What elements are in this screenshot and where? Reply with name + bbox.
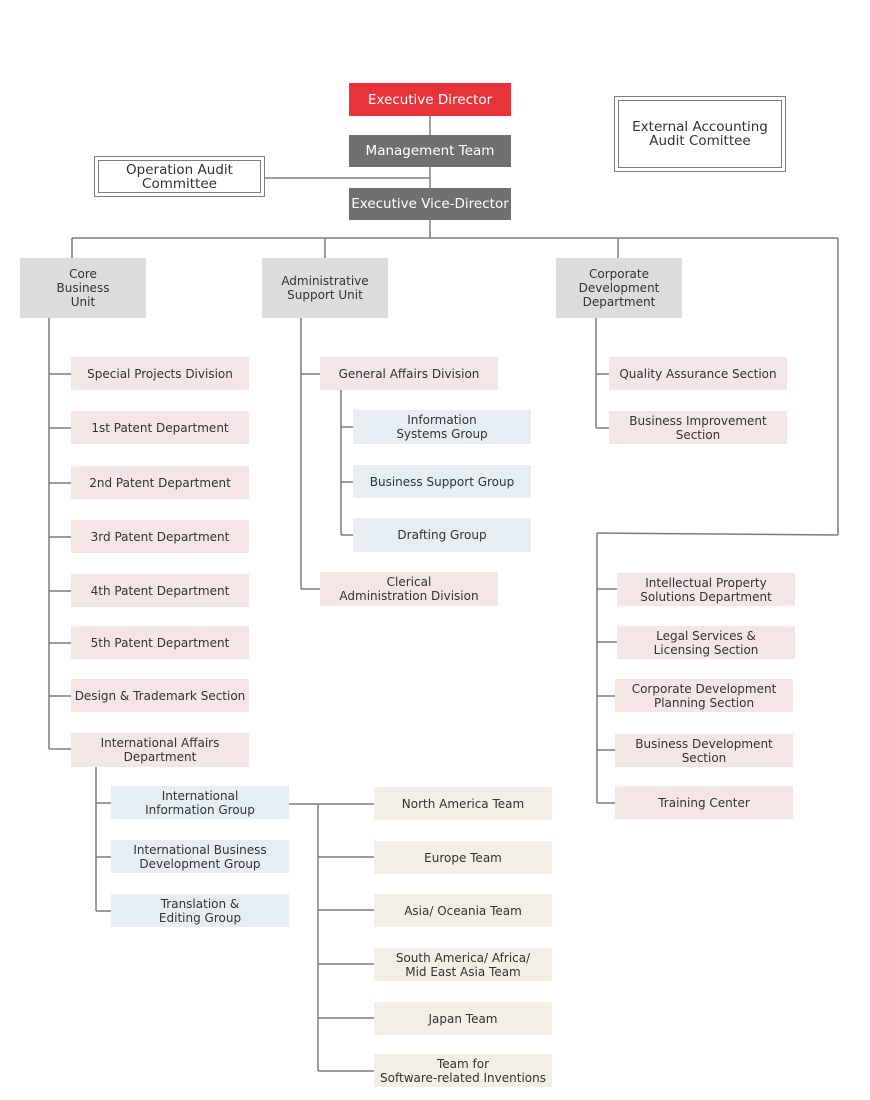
team-europe: Europe Team xyxy=(374,841,552,874)
admin-group-label: Drafting Group xyxy=(397,528,487,542)
core-item-5th-patent: 5th Patent Department xyxy=(71,626,249,659)
executive-vice-director-box: Executive Vice-Director xyxy=(349,188,511,220)
general-affairs-division: General Affairs Division xyxy=(320,357,498,390)
administrative-support-unit-box: Administrative Support Unit xyxy=(262,258,388,318)
corporate-development-department-label: Corporate Development Department xyxy=(578,267,660,309)
team-label: Asia/ Oceania Team xyxy=(404,903,522,918)
connector xyxy=(596,532,839,536)
clerical-label: Clerical Administration Division xyxy=(339,575,479,603)
dept-label: Corporate Development Planning Section xyxy=(631,681,777,710)
core-item-design-trademark: Design & Trademark Section xyxy=(71,679,249,712)
core-item-label: International Affairs Department xyxy=(100,736,220,764)
management-team-label: Management Team xyxy=(365,143,495,159)
dept-label: Business Development Section xyxy=(635,736,773,765)
external-accounting-audit-label: External Accounting Audit Comittee xyxy=(618,100,782,168)
core-item-international-affairs: International Affairs Department xyxy=(71,733,249,767)
team-label: Europe Team xyxy=(424,850,502,865)
executive-director-box: Executive Director xyxy=(349,83,511,116)
core-business-unit-box: Core Business Unit xyxy=(20,258,146,318)
admin-group-label: Business Support Group xyxy=(369,474,515,489)
core-item-1st-patent: 1st Patent Department xyxy=(71,411,249,444)
administrative-support-unit-label: Administrative Support Unit xyxy=(281,274,369,302)
corpdev-section-label: Quality Assurance Section xyxy=(619,366,777,381)
core-item-label: 4th Patent Department xyxy=(90,583,230,598)
core-item-label: 5th Patent Department xyxy=(90,635,230,650)
intl-group-information: International Information Group xyxy=(111,786,289,819)
team-label: Japan Team xyxy=(428,1011,498,1026)
core-item-label: 3rd Patent Department xyxy=(90,529,230,544)
team-south-america-africa: South America/ Africa/ Mid East Asia Tea… xyxy=(374,948,552,981)
admin-group-drafting: Drafting Group xyxy=(353,518,531,552)
dept-business-development: Business Development Section xyxy=(615,734,793,767)
dept-ip-solutions: Intellectual Property Solutions Departme… xyxy=(617,573,795,606)
core-item-2nd-patent: 2nd Patent Department xyxy=(71,466,249,499)
team-japan: Japan Team xyxy=(374,1002,552,1035)
admin-group-information-systems: Information Systems Group xyxy=(353,410,531,444)
team-asia-oceania: Asia/ Oceania Team xyxy=(374,894,552,927)
intl-group-label: Translation & Editing Group xyxy=(158,896,242,925)
dept-label: Legal Services & Licensing Section xyxy=(653,628,759,657)
dept-corporate-development-planning: Corporate Development Planning Section xyxy=(615,679,793,712)
core-item-label: Special Projects Division xyxy=(87,366,233,381)
management-team-box: Management Team xyxy=(349,135,511,167)
intl-group-label: International Information Group xyxy=(145,788,255,817)
core-item-special-projects: Special Projects Division xyxy=(71,357,249,390)
general-affairs-label: General Affairs Division xyxy=(338,366,480,381)
corpdev-section-business-improvement: Business Improvement Section xyxy=(609,411,787,444)
dept-label: Training Center xyxy=(658,795,750,810)
intl-group-label: International Business Development Group xyxy=(133,842,267,871)
dept-label: Intellectual Property Solutions Departme… xyxy=(640,575,772,604)
core-item-4th-patent: 4th Patent Department xyxy=(71,574,249,607)
core-item-3rd-patent: 3rd Patent Department xyxy=(71,520,249,553)
core-item-label: Design & Trademark Section xyxy=(74,688,246,703)
team-label: North America Team xyxy=(401,796,525,811)
clerical-administration-division: Clerical Administration Division xyxy=(320,572,498,606)
executive-director-label: Executive Director xyxy=(367,91,493,108)
corpdev-section-quality-assurance: Quality Assurance Section xyxy=(609,357,787,390)
team-label: Team for Software-related Inventions xyxy=(380,1056,546,1085)
operation-audit-committee-label: Operation Audit Committee xyxy=(98,160,261,193)
admin-group-business-support: Business Support Group xyxy=(353,465,531,498)
core-item-label: 2nd Patent Department xyxy=(89,475,231,490)
external-accounting-audit-box: External Accounting Audit Comittee xyxy=(614,96,786,172)
intl-group-business-development: International Business Development Group xyxy=(111,840,289,873)
team-north-america: North America Team xyxy=(374,787,552,820)
corpdev-section-label: Business Improvement Section xyxy=(629,413,767,442)
executive-vice-director-label: Executive Vice-Director xyxy=(351,196,509,212)
admin-group-label: Information Systems Group xyxy=(396,413,488,441)
dept-legal-licensing: Legal Services & Licensing Section xyxy=(617,626,795,659)
operation-audit-committee-box: Operation Audit Committee xyxy=(94,156,265,197)
intl-group-translation-editing: Translation & Editing Group xyxy=(111,894,289,927)
core-item-label: 1st Patent Department xyxy=(91,420,229,435)
corporate-development-department-box: Corporate Development Department xyxy=(556,258,682,318)
team-label: South America/ Africa/ Mid East Asia Tea… xyxy=(395,950,531,979)
core-business-unit-label: Core Business Unit xyxy=(56,267,110,309)
dept-training-center: Training Center xyxy=(615,786,793,819)
team-software-inventions: Team for Software-related Inventions xyxy=(374,1054,552,1087)
